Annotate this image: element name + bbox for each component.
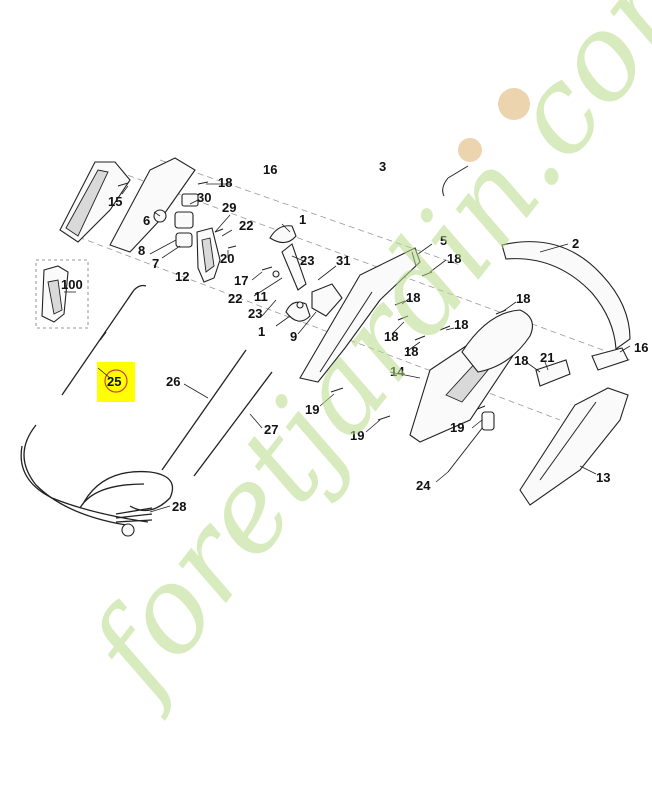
label-23a: 23 xyxy=(300,253,314,268)
label-19c: 19 xyxy=(450,420,464,435)
handle-upper-left[interactable] xyxy=(59,157,196,253)
label-100: 100 xyxy=(61,277,83,292)
label-3: 3 xyxy=(379,159,386,174)
label-8: 8 xyxy=(138,243,145,258)
watermark-dot-2 xyxy=(458,138,482,162)
label-19a: 19 xyxy=(305,402,319,417)
highlight-part-25 xyxy=(97,362,135,402)
label-18d: 18 xyxy=(516,291,530,306)
label-18f: 18 xyxy=(384,329,398,344)
label-28: 28 xyxy=(172,499,186,514)
label-18c: 18 xyxy=(406,290,420,305)
label-14: 14 xyxy=(390,364,405,379)
label-16a: 16 xyxy=(263,162,277,177)
label-18e: 18 xyxy=(454,317,468,332)
handle-side-panel[interactable] xyxy=(409,309,571,443)
label-2: 2 xyxy=(572,236,579,251)
clip-24[interactable] xyxy=(447,411,495,473)
label-24: 24 xyxy=(416,478,431,493)
switch-lever[interactable] xyxy=(153,193,221,283)
label-31: 31 xyxy=(336,253,350,268)
label-9: 9 xyxy=(290,329,297,344)
cable-25[interactable] xyxy=(61,284,147,396)
cam-lever-assembly[interactable] xyxy=(269,225,343,322)
part-labels: 16 3 18 30 15 29 6 22 1 5 2 8 20 23 31 1… xyxy=(61,159,648,514)
label-22a: 22 xyxy=(239,218,253,233)
handle-frame-center[interactable] xyxy=(299,247,421,383)
grip-100[interactable] xyxy=(41,265,69,323)
label-5: 5 xyxy=(440,233,447,248)
label-16b: 16 xyxy=(634,340,648,355)
label-29: 29 xyxy=(222,200,236,215)
label-25: 25 xyxy=(107,374,121,389)
label-19b: 19 xyxy=(350,428,364,443)
label-23b: 23 xyxy=(248,306,262,321)
label-18g: 18 xyxy=(404,344,418,359)
handle-bar[interactable] xyxy=(501,241,631,371)
label-22b: 22 xyxy=(228,291,242,306)
label-18b: 18 xyxy=(447,251,461,266)
label-17: 17 xyxy=(234,273,248,288)
label-13: 13 xyxy=(596,470,610,485)
cable-27[interactable] xyxy=(193,371,273,477)
leader-lines xyxy=(64,183,631,513)
label-15: 15 xyxy=(108,194,122,209)
label-26: 26 xyxy=(166,374,180,389)
label-6: 6 xyxy=(143,213,150,228)
cable-26[interactable] xyxy=(161,349,247,471)
label-1b: 1 xyxy=(258,324,265,339)
handle-cover[interactable] xyxy=(519,387,629,506)
label-11: 11 xyxy=(254,289,268,304)
label-12: 12 xyxy=(175,269,189,284)
label-21: 21 xyxy=(540,350,554,365)
label-1a: 1 xyxy=(299,212,306,227)
highlight-ring-25 xyxy=(104,369,128,393)
label-27: 27 xyxy=(264,422,278,437)
label-18h: 18 xyxy=(514,353,528,368)
screws xyxy=(117,165,549,421)
watermark-dot-1 xyxy=(498,88,530,120)
cable-harness-28[interactable] xyxy=(20,424,174,537)
label-7: 7 xyxy=(152,256,159,271)
label-20: 20 xyxy=(220,251,234,266)
label-30: 30 xyxy=(197,190,211,205)
label-18a: 18 xyxy=(218,175,232,190)
